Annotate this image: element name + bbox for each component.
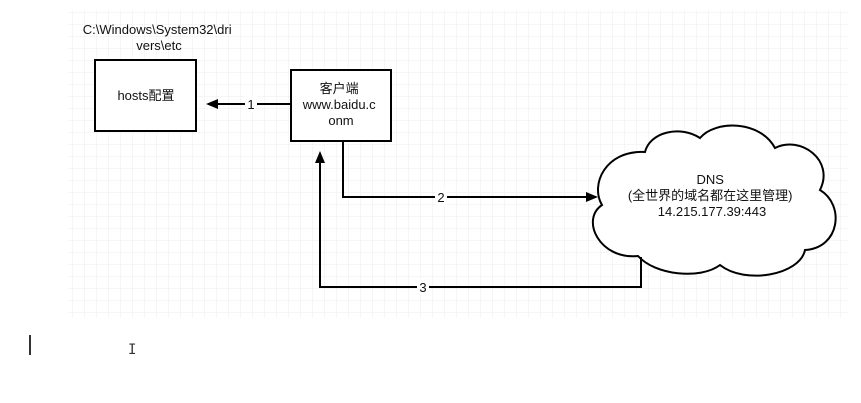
hosts-config-node[interactable]: hosts配置 (94, 59, 197, 132)
client-node[interactable]: 客户端 www.baidu.c onm (290, 69, 392, 142)
path-label-line-1: C:\Windows\System32\dri (83, 22, 232, 37)
path-label: C:\Windows\System32\dri vers\etc (83, 22, 235, 53)
client-label: 客户端 www.baidu.c onm (302, 81, 380, 128)
path-label-line-2: vers\etc (136, 38, 182, 53)
client-label-line-3: onm (328, 113, 353, 128)
hosts-config-label: hosts配置 (117, 88, 174, 103)
edge-2-label: 2 (437, 190, 444, 205)
client-label-line-2: www.baidu.c (302, 97, 376, 112)
dns-cloud-node[interactable]: DNS (全世界的域名都在这里管理) 14.215.177.39:443 (591, 124, 837, 277)
dns-label-line-1: DNS (696, 172, 724, 187)
edge-3-label: 3 (419, 280, 426, 295)
edge-1-client-to-hosts: 1 (206, 96, 291, 112)
dns-label-line-3: 14.215.177.39:443 (658, 204, 766, 219)
edge-1-label: 1 (247, 97, 254, 112)
edge-2-client-to-dns: 2 (342, 141, 598, 205)
client-label-line-1: 客户端 (320, 81, 359, 96)
dns-label-line-2: (全世界的域名都在这里管理) (628, 188, 793, 203)
edge-3-dns-to-client: 3 (315, 151, 642, 295)
dns-label: DNS (全世界的域名都在这里管理) 14.215.177.39:443 (628, 172, 796, 219)
ibeam-cursor-icon: I (128, 342, 137, 358)
text-caret (29, 335, 31, 355)
